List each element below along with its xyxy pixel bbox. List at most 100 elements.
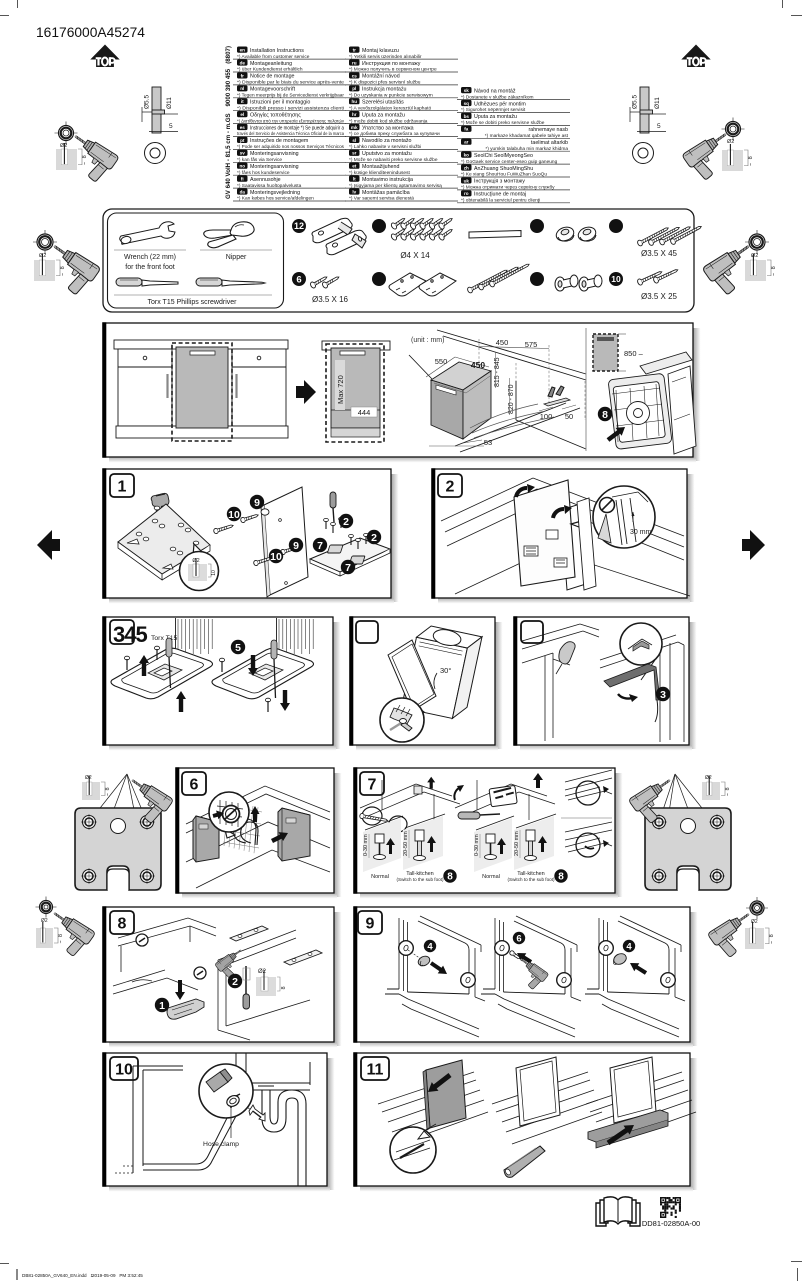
- svg-text:9: 9: [254, 497, 260, 509]
- svg-text:*) Yetkili servis üzerinden al: *) Yetkili servis üzerinden alınabilir: [349, 54, 422, 60]
- svg-text:8: 8: [58, 934, 64, 937]
- svg-text:Montavimo instrukcija: Montavimo instrukcija: [362, 177, 413, 183]
- svg-text:10: 10: [211, 570, 217, 576]
- svg-text:fr: fr: [241, 73, 245, 78]
- svg-text:Инструкция по монтажу: Инструкция по монтажу: [362, 61, 421, 67]
- svg-text:(Switch to the sub foot): (Switch to the sub foot): [508, 877, 555, 882]
- svg-text:pl: pl: [352, 86, 356, 91]
- svg-text:*) Var saņemt servisa dienestā: *) Var saņemt servisa dienestā: [349, 196, 414, 202]
- svg-text:Montagevoorschrift: Montagevoorschrift: [250, 87, 296, 93]
- svg-text:Упатство за монтажа: Упатство за монтажа: [362, 125, 414, 131]
- svg-text:7: 7: [368, 776, 377, 793]
- svg-text:2: 2: [371, 532, 377, 544]
- svg-text:10: 10: [270, 551, 282, 563]
- svg-text:cs: cs: [352, 73, 358, 78]
- svg-text:*) Можна отримати через сервіс: *) Можна отримати через сервісну службу: [461, 185, 555, 191]
- svg-text:~: ~: [106, 793, 112, 796]
- svg-text:*) küsige klienditeenindusest: *) küsige klienditeenindusest: [349, 170, 410, 176]
- svg-text:rahnemaye nasb: rahnemaye nasb: [529, 127, 569, 133]
- svg-text:Hose clamp: Hose clamp: [203, 1141, 239, 1148]
- svg-text:820 - 870: 820 - 870: [508, 384, 515, 414]
- svg-text:Instrucţiune de montaj: Instrucţiune de montaj: [474, 192, 526, 198]
- svg-text:*) Disponibili presso i serviz: *) Disponibili presso i servizi assisten…: [237, 105, 344, 111]
- svg-text:no: no: [239, 164, 245, 169]
- svg-text:8: 8: [60, 266, 66, 269]
- svg-text:Max 720: Max 720: [336, 375, 345, 404]
- svg-text:10: 10: [228, 509, 240, 521]
- svg-text:Monteringsanvisning: Monteringsanvisning: [250, 151, 299, 157]
- svg-text:Ø2: Ø2: [705, 775, 712, 781]
- svg-text:30°: 30°: [440, 666, 451, 675]
- svg-text:*) Može se nabaviti preko serv: *) Može se nabaviti preko servisne služb…: [349, 157, 438, 163]
- svg-text:Uputa za montažu: Uputa za montažu: [474, 114, 517, 120]
- svg-text:~: ~: [772, 273, 778, 276]
- svg-text:20-50 mm: 20-50 mm: [514, 831, 520, 856]
- svg-text:Ø4 X 14: Ø4 X 14: [400, 251, 430, 260]
- svg-text:Szerelési utasítás: Szerelési utasítás: [362, 100, 404, 106]
- svg-text:mk: mk: [351, 125, 358, 130]
- svg-text:ar: ar: [464, 140, 469, 145]
- svg-text:8: 8: [558, 872, 564, 883]
- svg-text:AnZhuang ShuoMingShu: AnZhuang ShuoMingShu: [474, 166, 533, 172]
- svg-text:sl: sl: [352, 138, 356, 143]
- svg-text:Monteringsanvisning: Monteringsanvisning: [250, 164, 299, 170]
- svg-text:*) Available from customer ser: *) Available from customer service: [237, 54, 310, 60]
- svg-text:*) Įsigyjama per klientų aptar: *) Įsigyjama per klientų aptarnavimo ser…: [349, 183, 442, 189]
- svg-text:~: ~: [83, 162, 89, 165]
- svg-text:taelimat altarkib: taelimat altarkib: [531, 140, 568, 146]
- svg-text:Torx T15: Torx T15: [151, 635, 178, 642]
- svg-text:it: it: [241, 99, 244, 104]
- svg-text:50: 50: [565, 412, 573, 421]
- svg-text:*) K dispozici přes servisní s: *) K dispozici přes servisní službu: [349, 80, 421, 86]
- svg-text:través del Servicio de Asisten: través del Servicio de Asistencia Técnic…: [237, 131, 344, 137]
- svg-text:Ø2: Ø2: [60, 143, 67, 149]
- svg-text:*) Можно получить в сервисном: *) Можно получить в сервисном центре: [349, 67, 437, 73]
- svg-text:~: ~: [59, 940, 65, 943]
- svg-text:Ø5.5: Ø5.5: [144, 95, 151, 109]
- svg-text:9: 9: [366, 915, 375, 932]
- svg-text:*) Disponible par le biais du: *) Disponible par le biais du service ap…: [237, 80, 344, 86]
- svg-text:Instruções de montagem: Instruções de montagem: [250, 138, 309, 144]
- svg-text:10: 10: [611, 274, 621, 284]
- svg-text:Navodilo za montažo: Navodilo za montažo: [362, 138, 412, 144]
- svg-text:el: el: [240, 112, 244, 117]
- svg-text:8: 8: [447, 872, 453, 883]
- svg-text:Installation Instructions: Installation Instructions: [250, 48, 304, 54]
- svg-text:Οδηγίες τοποθέτησης: Οδηγίες τοποθέτησης: [250, 111, 301, 118]
- svg-text:Tall-kitchen: Tall-kitchen: [406, 871, 434, 877]
- svg-text:~: ~: [726, 793, 732, 796]
- svg-text:uk: uk: [464, 178, 470, 183]
- svg-text:*) yumkin talabuha min markaz: *) yumkin talabuha min markaz khidma: [485, 146, 568, 152]
- svg-text:12: 12: [294, 221, 304, 231]
- svg-text:8: 8: [281, 986, 287, 989]
- svg-text:sq: sq: [464, 101, 470, 106]
- svg-text:fi: fi: [241, 177, 244, 182]
- svg-text:hu: hu: [351, 99, 357, 104]
- svg-text:Montaažijuhend: Montaažijuhend: [362, 164, 399, 170]
- svg-text:Udhëzues për montim: Udhëzues për montim: [474, 101, 526, 107]
- svg-text:*) Do uzyskania w punkcie serw: *) Do uzyskania w punkcie serwisowym: [349, 93, 433, 99]
- svg-text:Asennusohje: Asennusohje: [250, 177, 281, 183]
- svg-text:11: 11: [367, 1061, 384, 1078]
- svg-text:Notice de montage: Notice de montage: [250, 74, 295, 80]
- svg-text:for the front foot: for the front foot: [125, 264, 174, 271]
- svg-text:850 –: 850 –: [624, 349, 644, 358]
- svg-text:815 - 845: 815 - 845: [494, 357, 501, 387]
- svg-text:ru: ru: [352, 60, 357, 65]
- svg-text:*) Ke xiang ShouHou FuWuZhan S: *) Ke xiang ShouHou FuWuZhan SuoQu: [461, 172, 547, 178]
- svg-text:lv: lv: [352, 189, 356, 194]
- svg-text:Ø2: Ø2: [258, 969, 267, 975]
- svg-text:et: et: [352, 164, 357, 169]
- svg-text:7: 7: [317, 540, 323, 552]
- svg-text:8: 8: [602, 409, 608, 421]
- svg-text:450: 450: [471, 360, 485, 370]
- svg-text:5: 5: [657, 123, 661, 130]
- svg-text:16176000A45274: 16176000A45274: [36, 25, 145, 40]
- svg-text:es: es: [240, 125, 246, 130]
- svg-text:fa: fa: [464, 127, 469, 132]
- svg-text:7: 7: [345, 562, 351, 574]
- svg-text:*) kan fås via Service: *) kan fås via Service: [237, 156, 282, 163]
- svg-text:*) GoGaek service center-eseo: *) GoGaek service center-eseo guip ganeu…: [461, 159, 558, 165]
- svg-text:*) Može se dobiti preko servis: *) Može se dobiti preko servisne službe: [461, 120, 545, 126]
- svg-text:*) Διατίθενται από την υπηρεσί: *) Διατίθενται από την υπηρεσία εξυπηρέτ…: [237, 117, 345, 124]
